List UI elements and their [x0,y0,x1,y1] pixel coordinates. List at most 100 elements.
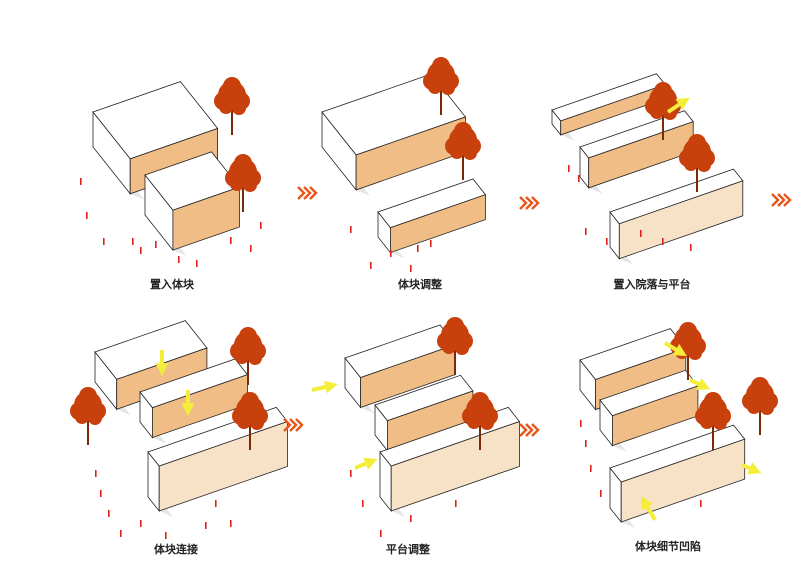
next-step-chevron-icon [283,418,292,432]
tree-canopy-icon [751,377,769,395]
tree-canopy-icon [223,77,241,95]
box-top-face [321,73,467,156]
next-step-chevron-icon [295,418,304,432]
tree-canopy-icon [455,341,469,355]
panel-label-4: 体块连接 [154,543,198,556]
next-step-chevron-icon [777,193,786,207]
person-icon [362,500,364,507]
tree-canopy-icon [650,105,664,119]
hint-arrowhead-icon [675,97,690,110]
person-icon [250,245,252,252]
hint-arrowhead-icon [747,462,762,475]
person-icon [606,238,608,245]
next-step-chevron-icon [531,196,540,210]
tree-canopy-icon [441,81,455,95]
person-icon [380,530,382,537]
tree-canopy-icon [747,400,761,414]
tree-canopy-icon [248,351,262,365]
tree-canopy-icon [654,82,672,100]
tree-canopy-icon [237,415,251,429]
person-icon [390,250,392,257]
tree-canopy-icon [467,415,481,429]
tree-canopy-icon [232,101,246,115]
person-icon [80,178,82,185]
hint-arrowhead-icon [181,403,195,416]
next-step-chevron-icon [771,193,780,207]
hint-arrowhead-icon [672,344,687,357]
hint-arrowhead-icon [696,378,711,390]
person-icon [585,440,587,447]
tree-canopy-icon [241,392,259,410]
panel-label-3: 置入院落与平台 [613,278,691,291]
next-step-chevron-icon [783,193,792,207]
tree-canopy-icon [463,146,477,160]
next-step-chevron-icon [303,186,312,200]
tree-canopy-icon [250,416,264,430]
person-icon [140,247,142,254]
next-step-chevron-icon [289,418,298,432]
panel-label-5: 平台调整 [386,543,430,556]
person-icon [350,470,352,477]
person-icon [585,228,587,235]
person-icon [108,510,110,517]
person-icon [640,230,642,237]
hint-arrowhead-icon [363,457,378,470]
person-icon [662,238,664,245]
next-step-chevron-icon [525,423,534,437]
person-icon [455,500,457,507]
person-icon [140,520,142,527]
box-top-face [92,81,219,160]
person-icon [370,262,372,269]
person-icon [230,237,232,244]
hint-arrowhead-icon [640,496,653,511]
tree-canopy-icon [760,401,774,415]
tree-canopy-icon [450,145,464,159]
next-step-chevron-icon [519,423,528,437]
tree-canopy-icon [471,392,489,410]
tree-canopy-icon [688,134,706,152]
person-icon [103,238,105,245]
tree-canopy-icon [442,340,456,354]
person-icon [410,515,412,522]
next-step-chevron-icon [531,423,540,437]
person-icon [430,240,432,247]
next-step-chevron-icon [297,186,306,200]
person-icon [600,490,602,497]
next-step-chevron-icon [519,196,528,210]
tree-canopy-icon [234,154,252,172]
tree-canopy-icon [679,322,697,340]
person-icon [568,165,570,172]
box-top-face [374,374,474,422]
person-icon [132,238,134,245]
tree-canopy-icon [432,57,450,75]
person-icon [230,520,232,527]
tree-canopy-icon [79,387,97,405]
person-icon [178,256,180,263]
person-icon [590,465,592,472]
person-icon [578,175,580,182]
next-step-chevron-icon [309,186,318,200]
tree-canopy-icon [230,177,244,191]
tree-canopy-icon [697,158,711,172]
person-icon [100,490,102,497]
person-icon [417,245,419,252]
tree-canopy-icon [454,122,472,140]
tree-canopy-icon [713,416,727,430]
person-icon [350,226,352,233]
tree-canopy-icon [480,416,494,430]
person-icon [205,522,207,529]
person-icon [580,420,582,427]
person-icon [120,530,122,537]
person-icon [260,222,262,229]
panel-label-2: 体块调整 [398,278,442,291]
hint-arrowhead-icon [324,380,338,394]
hint-arrowhead-icon [155,363,169,376]
person-icon [700,500,702,507]
tree-canopy-icon [88,411,102,425]
tree-canopy-icon [446,317,464,335]
tree-canopy-icon [75,410,89,424]
box-top-face [609,168,744,225]
tree-canopy-icon [239,327,257,345]
